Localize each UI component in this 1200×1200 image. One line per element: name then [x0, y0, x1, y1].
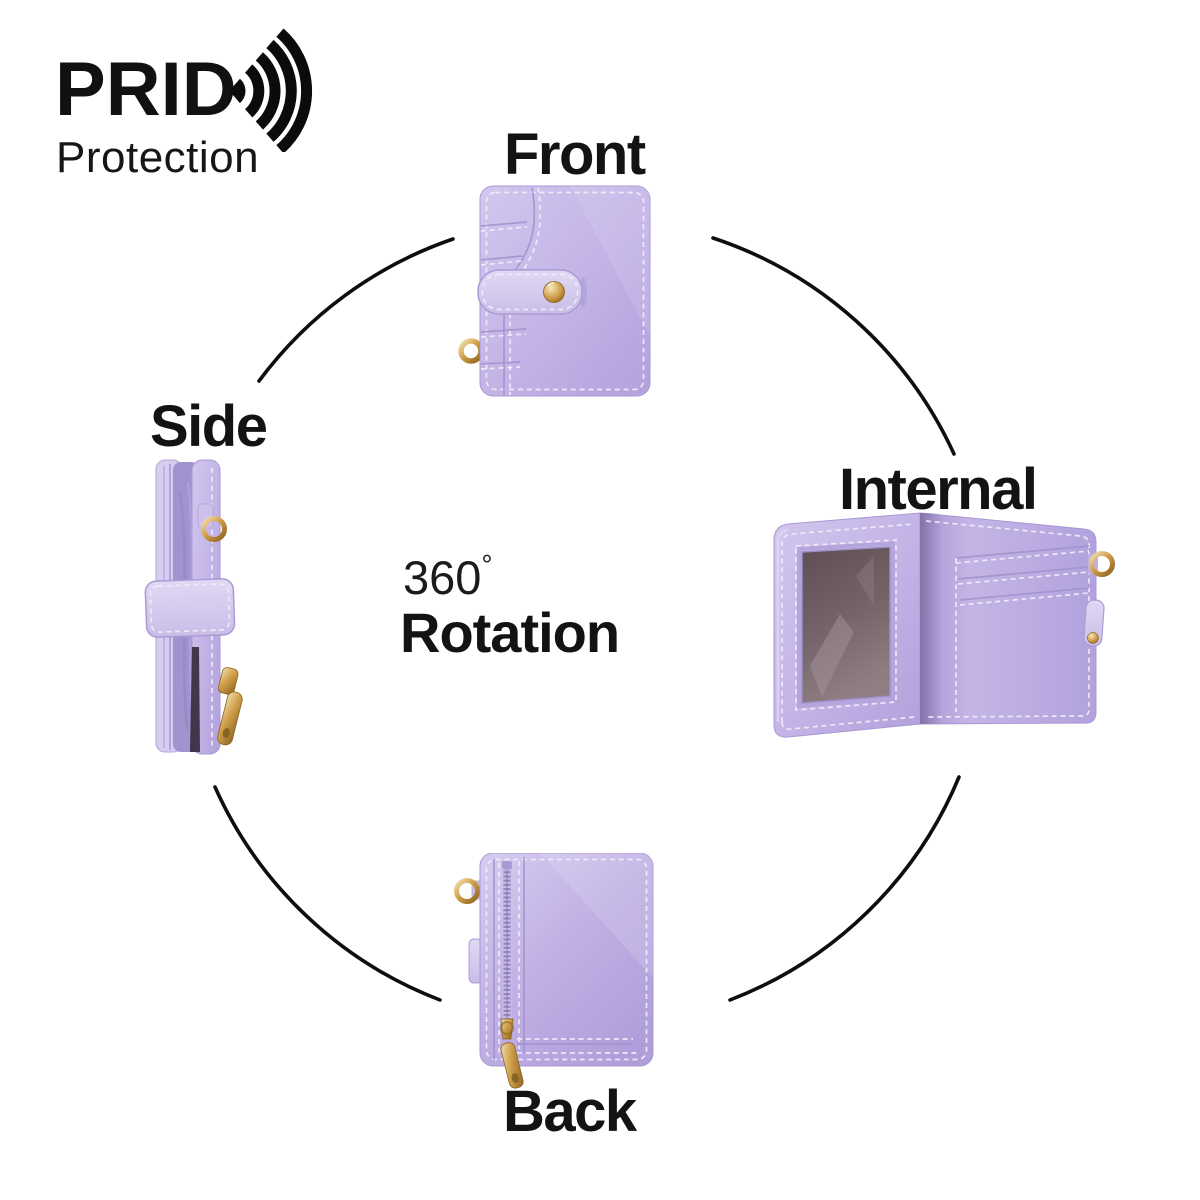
strap-tab [1083, 599, 1105, 647]
d-ring-icon [458, 338, 484, 364]
brand-subtitle: Protection [56, 133, 260, 182]
view-label-internal: Internal [839, 457, 1038, 522]
view-label-back: Back [503, 1079, 637, 1144]
wallet-internal-image [773, 512, 1115, 738]
zipper-gap [190, 647, 200, 752]
snap-strap-side [144, 578, 236, 638]
snap-strap [477, 269, 583, 315]
d-ring-icon [197, 503, 227, 542]
d-ring-icon [1089, 551, 1115, 577]
zipper-pull-icon [217, 667, 243, 746]
rotation-arc-top-right [711, 236, 956, 456]
rotation-arc-top-left [257, 237, 455, 383]
left-flap [773, 512, 921, 738]
right-flap [919, 512, 1115, 725]
bottom-pocket-stitching [517, 1038, 638, 1054]
brand-name: PRID [55, 47, 237, 132]
rotation-degrees-value: 360 [403, 551, 482, 604]
zipper-pull-icon [500, 1018, 524, 1089]
snap-button-icon [1087, 632, 1099, 644]
id-window [795, 539, 897, 711]
edge-stitching [485, 191, 645, 391]
degree-symbol: ° [481, 549, 493, 580]
snap-button-icon [543, 281, 565, 303]
wallet-front-image [458, 185, 651, 397]
card-slots [955, 545, 1090, 712]
rotation-degrees: 360° [403, 549, 493, 604]
edge-stitching [485, 858, 648, 1061]
back-zipper [493, 857, 525, 1060]
rotation-arc-bottom-right [728, 775, 961, 1002]
view-label-front: Front [504, 122, 646, 187]
wallet-side-image [144, 459, 243, 755]
wallet-back-image [454, 853, 654, 1089]
rotation-arc-bottom-left [213, 785, 442, 1002]
rotation-label: Rotation [400, 601, 620, 664]
view-label-side: Side [150, 394, 268, 459]
rfid-signal-waves-icon [229, 28, 312, 152]
